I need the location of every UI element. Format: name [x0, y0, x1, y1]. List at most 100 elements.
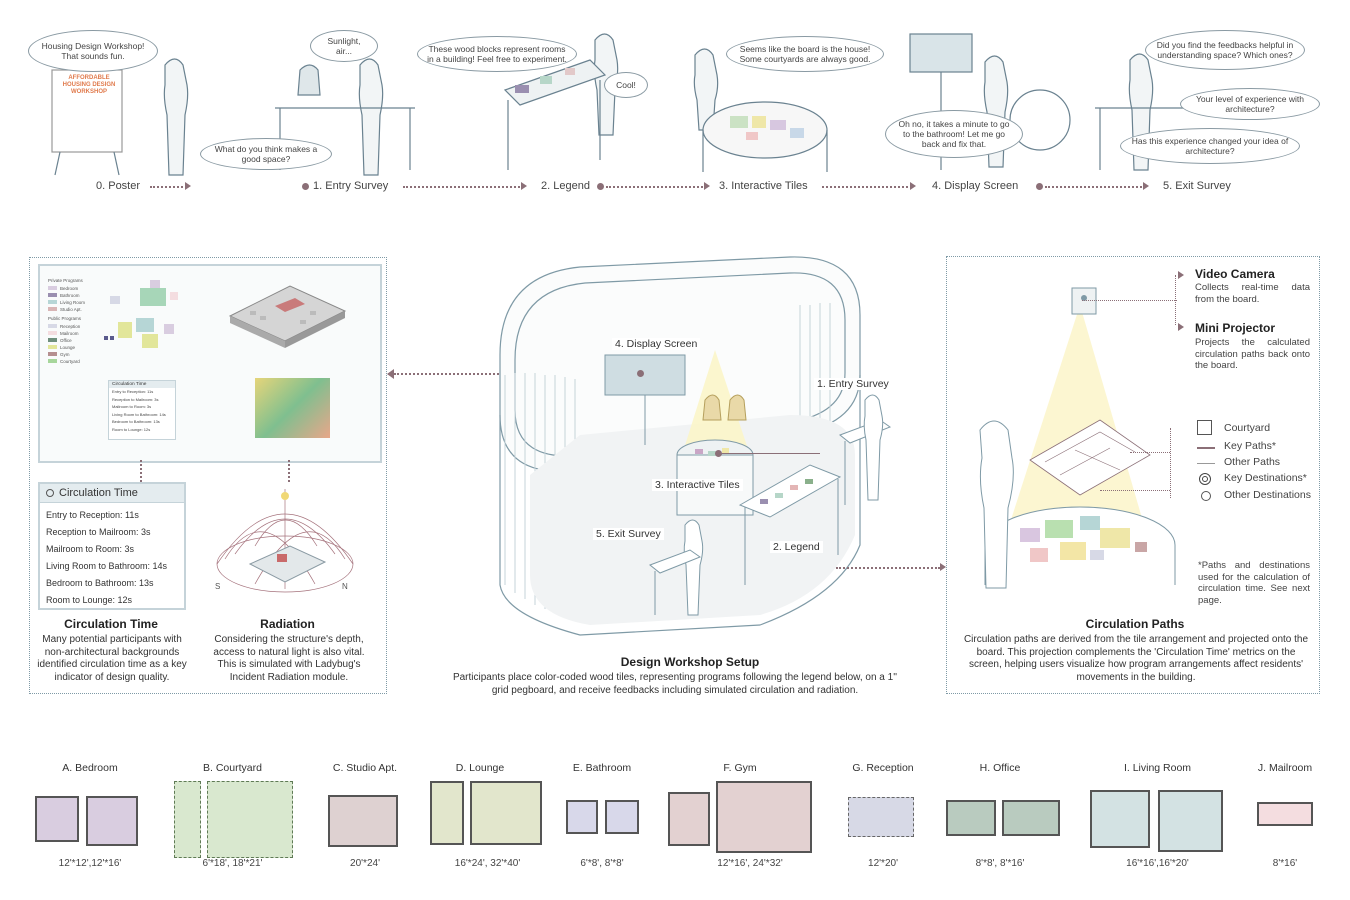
speech-bubble: These wood blocks represent rooms in a b… — [417, 36, 577, 72]
flow-line — [606, 186, 706, 188]
arrow-icon — [387, 369, 394, 379]
studio-plan — [328, 795, 398, 847]
list-item: Entry to Reception: 11s — [46, 510, 139, 520]
circulation-paths-text: Circulation paths are derived from the t… — [963, 634, 1309, 683]
room-dims: 8'*8', 8'*16' — [975, 858, 1025, 869]
office-plan-large — [1002, 800, 1060, 836]
room-dims: 16'*16',16'*20' — [1126, 858, 1189, 869]
lounge-plan-large — [470, 781, 542, 845]
room-label: G. Reception — [852, 762, 914, 774]
legend-item: Lounge — [60, 345, 76, 350]
legend-item: Bedroom — [60, 286, 79, 291]
video-camera-title: Video Camera — [1195, 267, 1275, 281]
bedroom-plan-small — [35, 796, 79, 842]
radio-icon — [46, 489, 54, 498]
private-programs-title: Private Programs — [48, 278, 83, 283]
circulation-time-title: Circulation Time — [59, 487, 138, 499]
connector-line — [836, 567, 940, 569]
living-room-plan-small — [1090, 790, 1150, 848]
legend-item: Reception — [60, 324, 81, 329]
private-programs-list: Bedroom Bathroom Living Room Studio Apt. — [48, 285, 85, 313]
living-room-plan-large — [1158, 790, 1223, 852]
massing-model-icon — [228, 285, 347, 348]
arrow-icon — [940, 563, 946, 571]
speech-bubble: Did you find the feedbacks helpful in un… — [1145, 30, 1305, 70]
gym-plan-large — [716, 781, 812, 853]
speech-bubble: Sunlight, air... — [310, 30, 378, 62]
storyboard-illustration — [51, 33, 1205, 176]
step-display-screen: 4. Display Screen — [932, 180, 1019, 192]
legend-item: Mailroom — [60, 331, 79, 336]
room-dims: 12'*16', 24'*32' — [717, 858, 783, 869]
step-dot — [302, 183, 309, 190]
label-legend: 2. Legend — [770, 541, 823, 553]
bathroom-plan-large — [605, 800, 639, 834]
label-interactive-tiles: 3. Interactive Tiles — [652, 479, 743, 491]
flow-line — [403, 186, 523, 188]
room-label: C. Studio Apt. — [332, 762, 398, 774]
list-item: Room to Lounge: 12s — [112, 426, 151, 432]
label-display-screen: 4. Display Screen — [612, 338, 701, 350]
left-panel — [29, 257, 387, 694]
legend-item: Bathroom — [60, 293, 80, 298]
list-item: Reception to Mailroom: 3s — [112, 396, 159, 402]
legend-key-destinations: Key Destinations* — [1224, 472, 1307, 484]
video-camera-text: Collects real-time data from the board. — [1195, 282, 1310, 305]
public-programs-title: Public Programs — [48, 316, 82, 321]
connector-line — [1175, 275, 1176, 325]
room-label: H. Office — [979, 762, 1021, 774]
legend-item: Gym — [60, 352, 70, 357]
room-dims: 12'*20' — [868, 858, 898, 869]
courtyard-plan-large — [207, 781, 293, 858]
arrow-icon — [185, 182, 191, 190]
bathroom-plan-small — [566, 800, 598, 834]
arrow-icon — [1178, 271, 1184, 279]
other-path-line-icon — [1197, 463, 1215, 464]
flow-line — [822, 186, 912, 188]
legend-item: Living Room — [60, 300, 86, 305]
legend-item: Studio Apt. — [60, 307, 82, 312]
list-item: Mailroom to Room: 3s — [112, 404, 152, 409]
legend-courtyard: Courtyard — [1224, 422, 1271, 434]
speech-bubble: What do you think makes a good space? — [200, 138, 332, 170]
arrow-icon — [910, 182, 916, 190]
arrow-icon — [1178, 323, 1184, 331]
radiation-dome-illustration — [216, 489, 354, 593]
room-dims: 8'*16' — [1272, 858, 1298, 869]
connector-line — [1100, 490, 1170, 491]
circulation-time-header: Circulation Time — [40, 484, 184, 503]
legend-item: Office — [60, 338, 72, 343]
mini-circulation-list: Circulation Time Entry to Reception: 11s… — [108, 380, 176, 440]
courtyard-plan-small — [174, 781, 201, 858]
label-exit-survey: 5. Exit Survey — [593, 528, 664, 540]
list-item: Bedroom to Bathroom: 13s — [112, 419, 160, 424]
arrow-icon — [704, 182, 710, 190]
room-dims: 6'*18', 18'*21' — [202, 858, 263, 869]
display-screen-mock: Private Programs Bedroom Bathroom Living… — [38, 264, 382, 463]
projector-title: Mini Projector — [1195, 321, 1276, 335]
paths-footnote: *Paths and destinations used for the cal… — [1198, 560, 1310, 606]
marker-dot — [637, 370, 644, 377]
circulation-time-text: Many potential participants with non-arc… — [37, 634, 187, 683]
step-interactive-tiles: 3. Interactive Tiles — [719, 180, 808, 192]
connector-line — [1082, 300, 1177, 301]
circulation-time-heading: Circulation Time — [64, 617, 158, 631]
step-dot — [597, 183, 604, 190]
radiation-text: Considering the structure's depth, acces… — [213, 634, 365, 683]
lounge-plan-small — [430, 781, 464, 845]
legend-item: Courtyard — [60, 359, 80, 364]
room-label: D. Lounge — [455, 762, 505, 774]
room-label: I. Living Room — [1123, 762, 1192, 774]
room-dims: 6'*8', 8'*8' — [580, 858, 624, 869]
courtyard-swatch-icon — [1197, 420, 1212, 435]
radiation-heading: Radiation — [260, 617, 315, 631]
flow-line — [150, 186, 187, 188]
mini-circulation-title: Circulation Time — [109, 381, 175, 388]
step-entry-survey: 1. Entry Survey — [313, 180, 389, 192]
public-programs-list: Reception Mailroom Office Lounge Gym Cou… — [48, 323, 80, 365]
compass-label: N — [342, 582, 348, 591]
room-label: A. Bedroom — [62, 762, 118, 774]
list-item: Reception to Mailroom: 3s — [46, 527, 151, 537]
office-plan-small — [946, 800, 996, 836]
arrow-icon — [521, 182, 527, 190]
